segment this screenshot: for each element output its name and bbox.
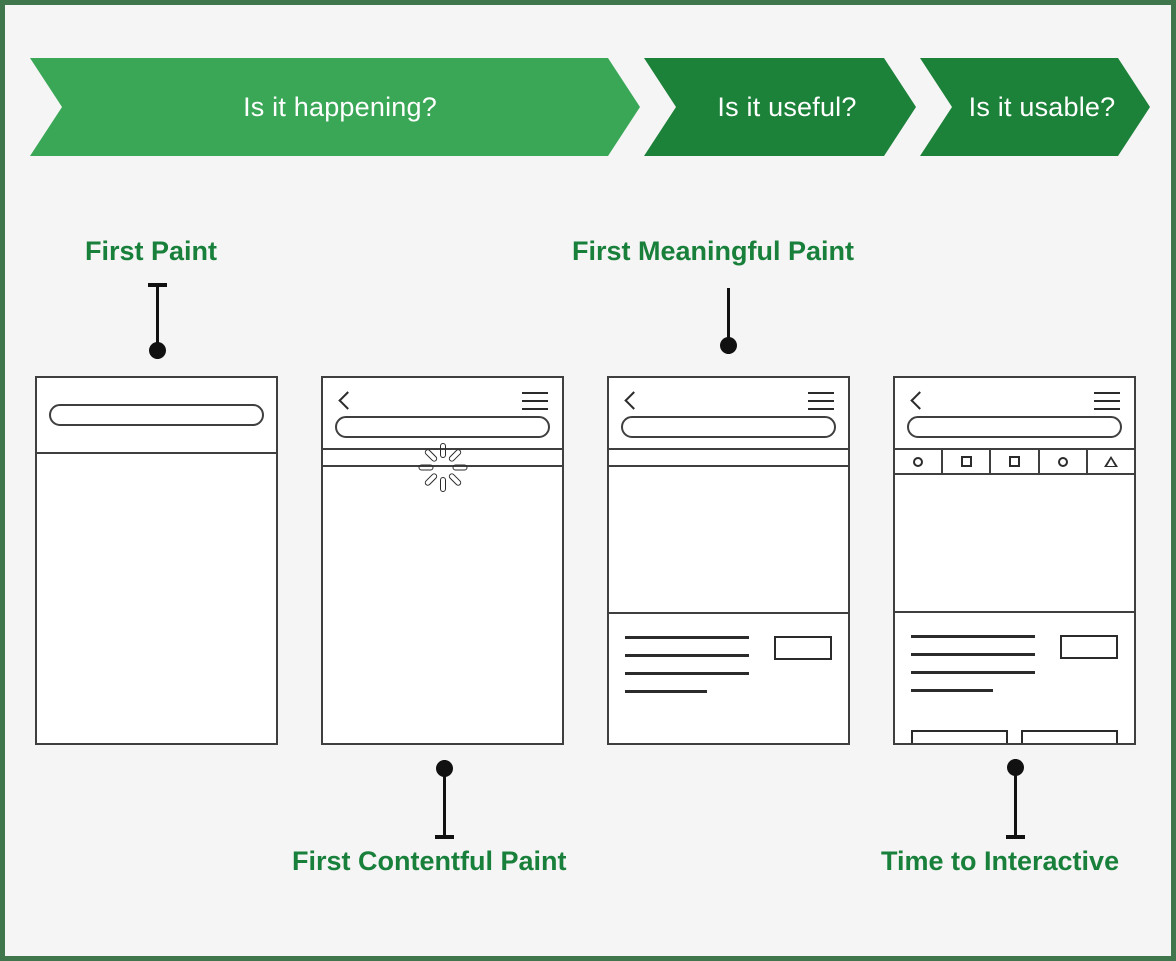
browser-chrome: [323, 378, 562, 450]
leader-stem: [156, 283, 159, 359]
hamburger-menu-icon[interactable]: [808, 392, 834, 410]
square-icon: [1009, 456, 1020, 467]
spinner-segment: [452, 464, 467, 470]
loading-spinner-icon: [417, 441, 469, 493]
metric-label-time-to-interactive: Time to Interactive: [881, 846, 1120, 876]
content-block: [895, 613, 1134, 743]
text-line: [625, 636, 749, 639]
action-buttons: [911, 730, 1118, 743]
square-icon: [960, 456, 972, 467]
spinner-segment: [447, 471, 462, 487]
leader-stem: [443, 760, 446, 839]
text-line: [911, 689, 993, 692]
leader-cap-dot: [720, 337, 737, 354]
stage-chevron-label: Is it happening?: [243, 91, 437, 122]
address-bar[interactable]: [335, 416, 550, 438]
stage-banner: Is it happening? Is it useful? Is it usa…: [30, 58, 1150, 156]
browser-chrome: [895, 378, 1134, 450]
progress-strip: [323, 450, 562, 467]
image-placeholder: [1060, 635, 1118, 659]
app-toolbar: [895, 450, 1134, 475]
metric-label-first-meaningful-paint: First Meaningful Paint: [572, 236, 855, 266]
address-bar[interactable]: [49, 404, 264, 426]
browser-chrome: [37, 378, 276, 454]
leader-cap-bar: [435, 835, 454, 839]
triangle-icon: [1103, 456, 1118, 467]
action-button-right[interactable]: [1021, 730, 1118, 743]
content-block: [609, 614, 848, 743]
phone-mockup-first-contentful-paint: [321, 376, 564, 745]
text-line: [911, 653, 1035, 656]
menu-bar: [808, 408, 834, 410]
text-line: [625, 672, 749, 675]
metric-label-first-contentful-paint: First Contentful Paint: [292, 846, 567, 876]
menu-bar: [808, 392, 834, 394]
browser-chrome: [609, 378, 848, 450]
circle-icon: [1057, 456, 1068, 467]
phone-mockup-time-to-interactive: [893, 376, 1136, 745]
leader-stem: [1014, 759, 1017, 839]
hamburger-menu-icon[interactable]: [1094, 392, 1120, 410]
menu-bar: [522, 408, 548, 410]
page-viewport: [609, 467, 848, 612]
back-chevron-icon[interactable]: [337, 390, 350, 412]
stage-chevron-is-it-happening: Is it happening?: [30, 58, 640, 156]
hamburger-menu-icon[interactable]: [522, 392, 548, 410]
spinner-segment: [423, 471, 438, 487]
toolbar-item-4[interactable]: [1088, 450, 1134, 473]
menu-bar: [522, 392, 548, 394]
leader-line-first-meaningful-paint: [717, 288, 739, 354]
back-chevron-icon[interactable]: [623, 390, 636, 412]
page-viewport: [895, 475, 1134, 611]
leader-line-first-contentful-paint: [433, 760, 455, 839]
phone-mockup-first-paint: [35, 376, 278, 745]
stage-chevron-is-it-useful: Is it useful?: [644, 58, 916, 156]
text-placeholder-lines: [911, 635, 1035, 707]
action-button-left[interactable]: [911, 730, 1008, 743]
address-bar[interactable]: [907, 416, 1122, 438]
phone-mockup-first-meaningful-paint: [607, 376, 850, 745]
toolbar-item-0[interactable]: [895, 450, 944, 473]
leader-line-time-to-interactive: [1004, 759, 1026, 839]
spinner-segment: [418, 464, 433, 470]
address-bar[interactable]: [621, 416, 836, 438]
toolbar-item-3[interactable]: [1040, 450, 1088, 473]
text-line: [911, 671, 1035, 674]
spinner-segment: [447, 447, 462, 463]
content-divider: [609, 612, 848, 614]
image-placeholder: [774, 636, 832, 660]
spinner-segment: [439, 476, 446, 492]
content-divider: [895, 611, 1134, 613]
progress-strip: [609, 450, 848, 467]
circle-icon: [913, 456, 924, 467]
menu-bar: [808, 400, 834, 402]
leader-line-first-paint: [146, 283, 168, 359]
back-chevron-icon[interactable]: [909, 390, 922, 412]
menu-bar: [1094, 400, 1120, 402]
leader-stem: [727, 288, 730, 354]
toolbar-item-1[interactable]: [943, 450, 992, 473]
leader-cap-bar: [1006, 835, 1025, 839]
stage-chevron-is-it-usable: Is it usable?: [920, 58, 1150, 156]
text-placeholder-lines: [625, 636, 749, 708]
spinner-segment: [423, 447, 438, 463]
stage-chevron-label: Is it useful?: [717, 91, 857, 122]
text-line: [911, 635, 1035, 638]
menu-bar: [1094, 408, 1120, 410]
text-line: [625, 654, 749, 657]
menu-bar: [522, 400, 548, 402]
toolbar-item-2[interactable]: [991, 450, 1040, 473]
metric-label-first-paint: First Paint: [85, 236, 218, 266]
stage-chevron-label: Is it usable?: [968, 91, 1116, 122]
menu-bar: [1094, 392, 1120, 394]
spinner-segment: [439, 442, 446, 458]
text-line: [625, 690, 707, 693]
leader-cap-dot: [149, 342, 166, 359]
